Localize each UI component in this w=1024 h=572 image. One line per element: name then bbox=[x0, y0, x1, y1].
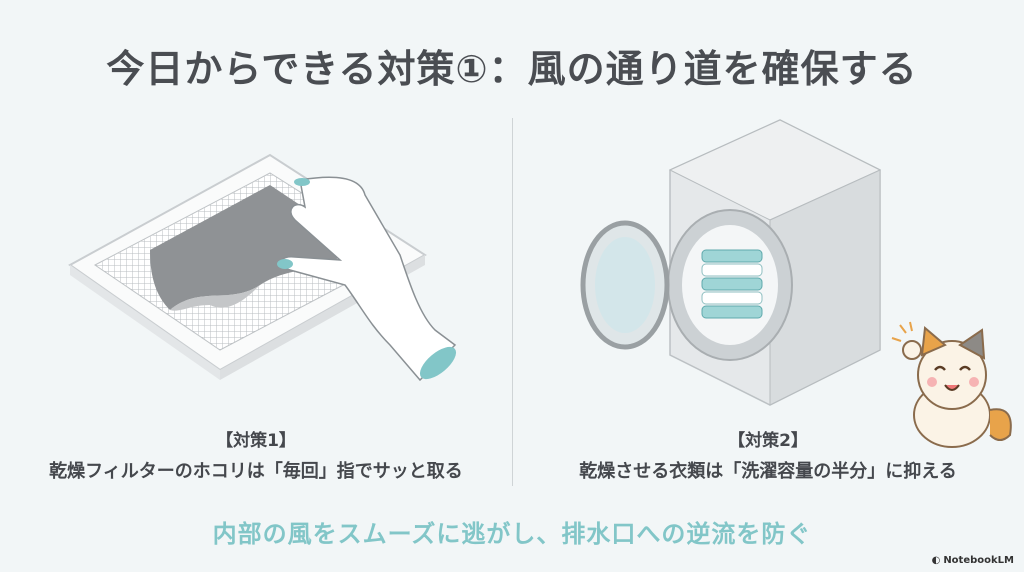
measure-2: 【対策2】 乾燥させる衣類は「洗濯容量の半分」に抑える bbox=[512, 426, 1024, 483]
lint-filter-illustration bbox=[68, 153, 457, 382]
notebooklm-logo-icon: ◐ bbox=[931, 555, 941, 566]
brand-name: NotebookLM bbox=[943, 555, 1014, 566]
summary-text: 内部の風をスムーズに逃がし、排水口への逆流を防ぐ bbox=[212, 520, 812, 548]
hand-icon bbox=[280, 176, 457, 382]
dryer-illustration bbox=[580, 119, 882, 406]
measure-1-text: 乾燥フィルターのホコリは「毎回」指でサッと取る bbox=[49, 461, 463, 482]
measure-1: 【対策1】 乾燥フィルターのホコリは「毎回」指でサッと取る bbox=[0, 426, 512, 483]
measure-1-label: 【対策1】 bbox=[216, 431, 296, 451]
folded-clothes-icon bbox=[701, 249, 763, 319]
measure-2-label: 【対策2】 bbox=[728, 431, 808, 451]
measure-2-text: 乾燥させる衣類は「洗濯容量の半分」に抑える bbox=[579, 461, 957, 482]
column-divider bbox=[512, 118, 513, 486]
cat-mascot-icon bbox=[891, 321, 1012, 448]
page-title: 今日からできる対策①：風の通り道を確保する bbox=[106, 47, 918, 91]
brand-watermark: ◐ NotebookLM bbox=[932, 555, 1014, 566]
